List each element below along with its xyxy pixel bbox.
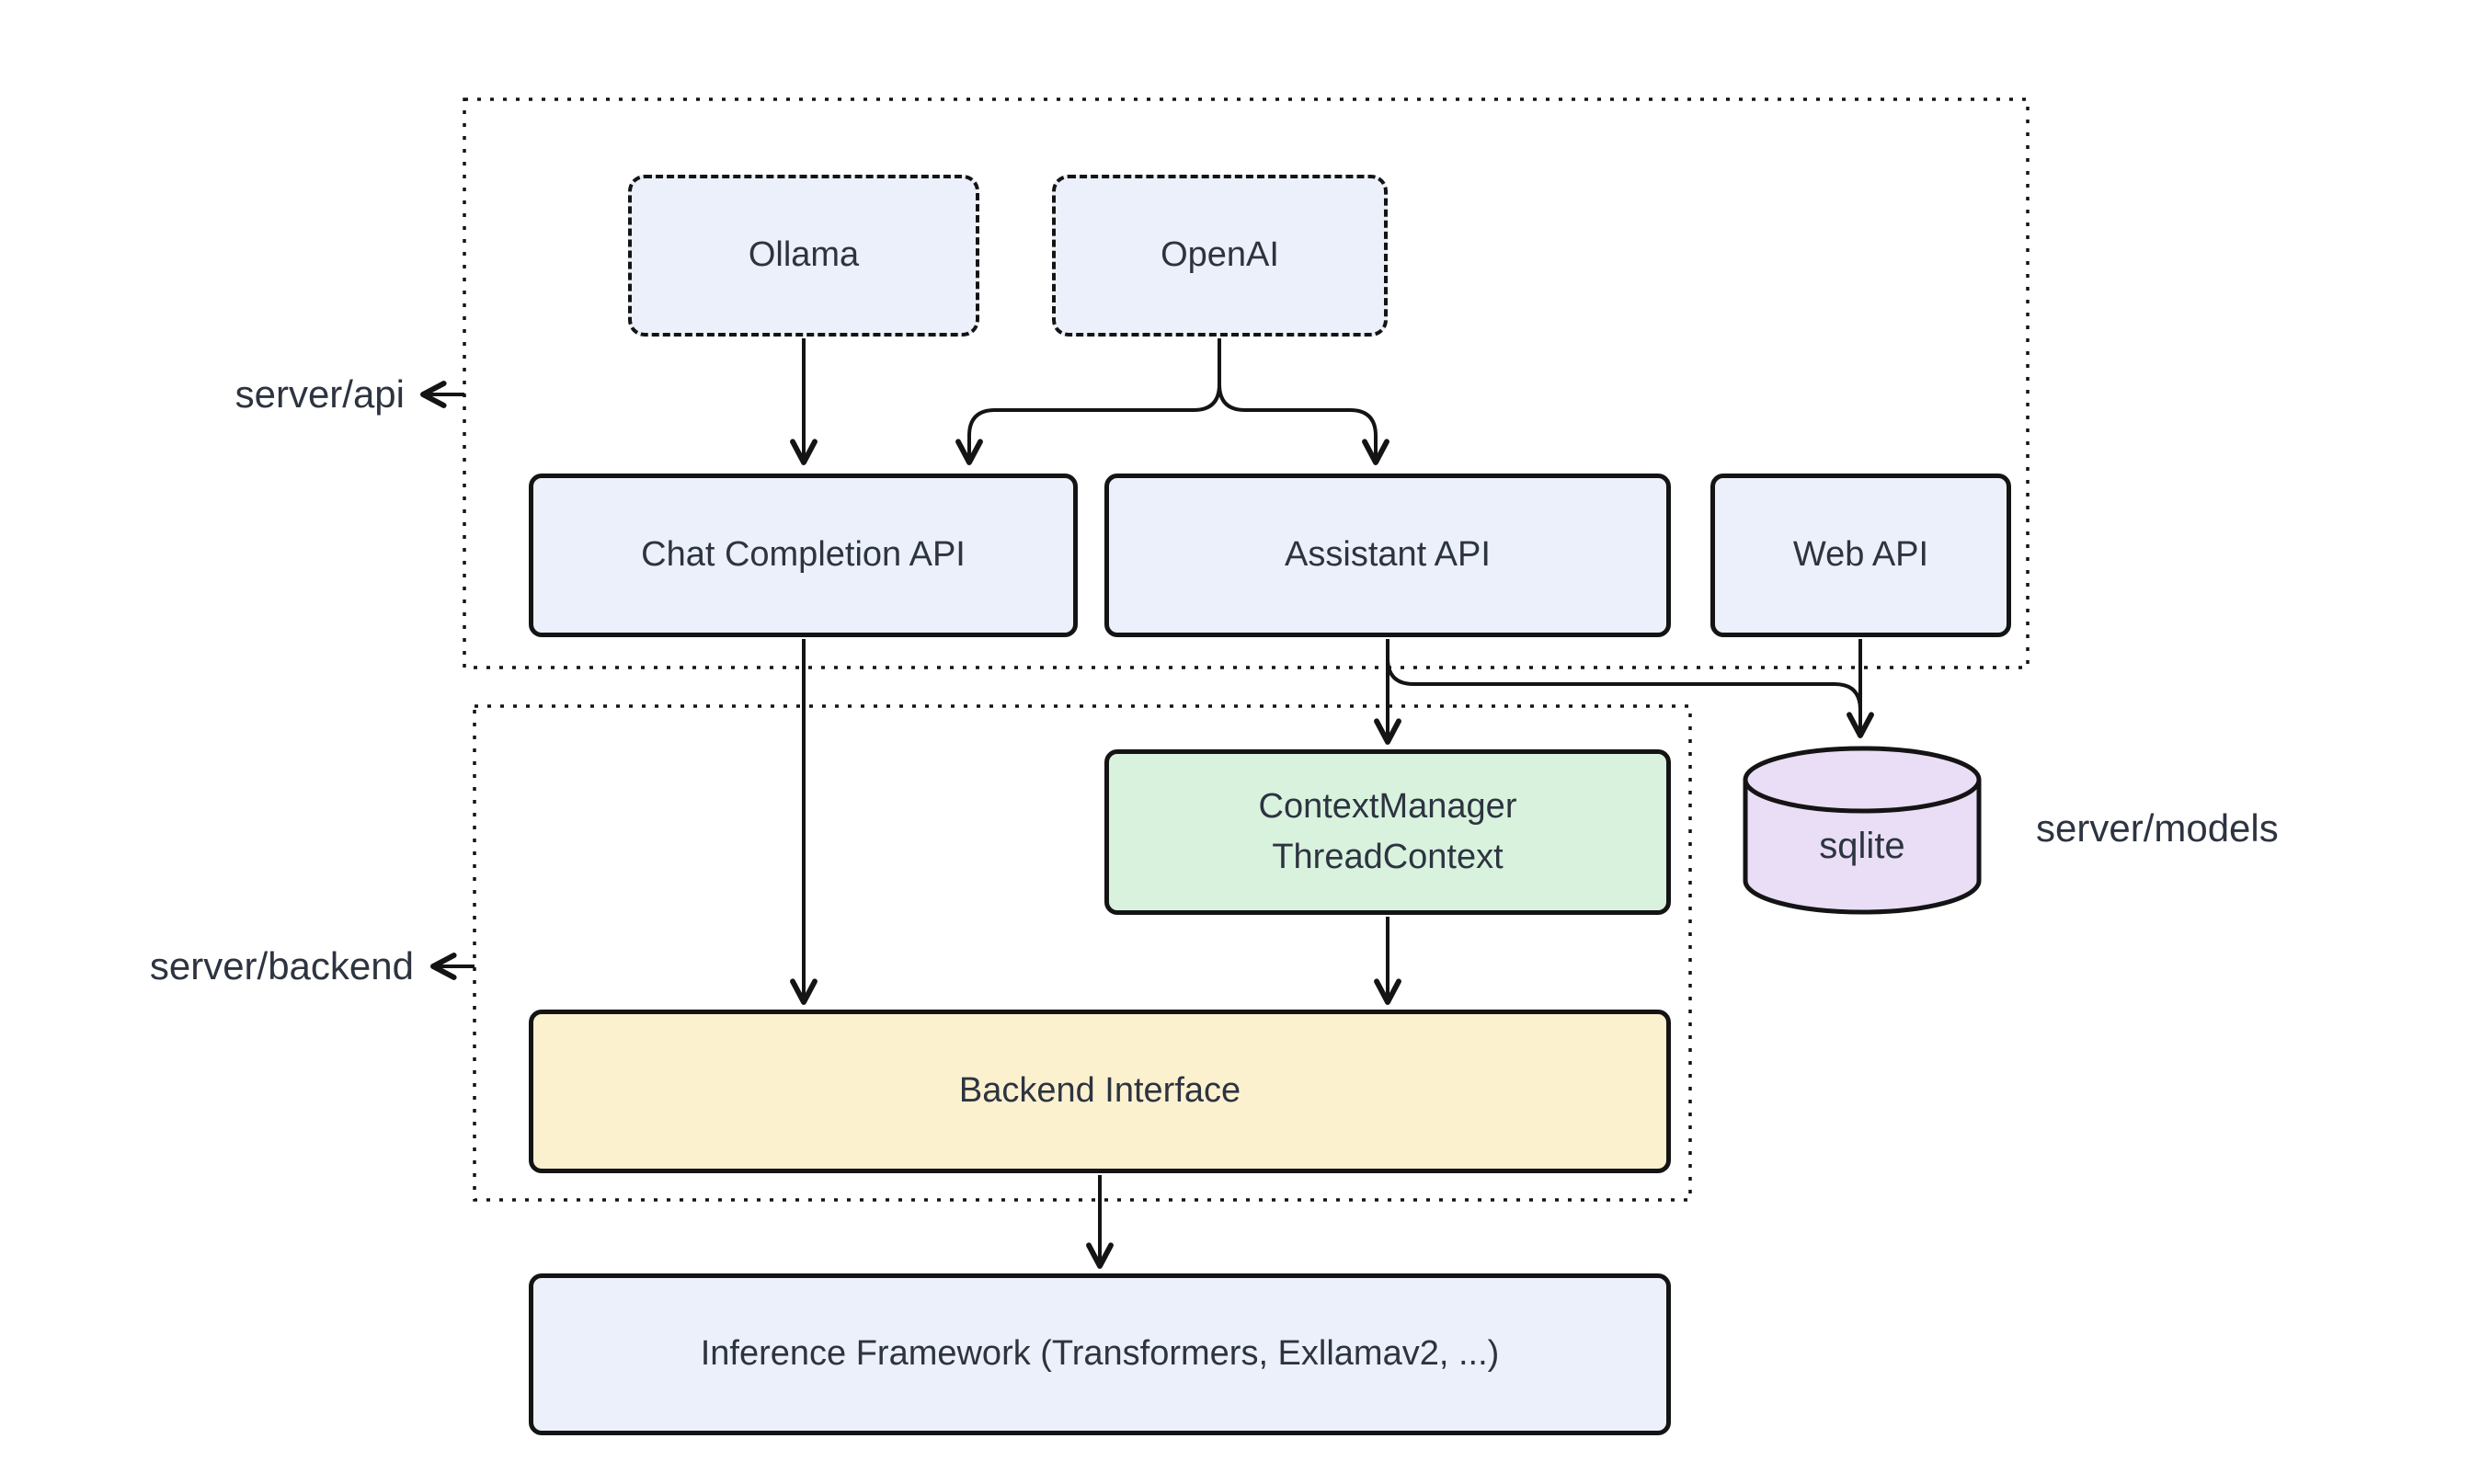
node-inference-framework-label: Inference Framework (Transformers, Exlla… xyxy=(700,1334,1500,1374)
sqlite-cylinder xyxy=(1743,746,1982,915)
node-chat-completion-api-label: Chat Completion API xyxy=(641,535,966,575)
sqlite-cylinder-body xyxy=(1743,780,1982,915)
node-web-api-label: Web API xyxy=(1792,535,1929,575)
edge-assistant-to-sqlite xyxy=(1386,644,1874,738)
node-context-manager-label: ContextManager ThreadContext xyxy=(1259,782,1517,883)
node-context-manager-line1: ContextManager xyxy=(1258,786,1517,826)
section-label-server-backend: server/backend xyxy=(149,944,414,987)
node-openai-label: OpenAI xyxy=(1161,235,1279,275)
node-backend-interface: Backend Interface xyxy=(529,1010,1671,1173)
node-context-manager-line2: ThreadContext xyxy=(1272,838,1504,876)
node-chat-completion-api: Chat Completion API xyxy=(529,474,1078,637)
node-assistant-api-label: Assistant API xyxy=(1285,535,1491,575)
edge-openai-to-assistant xyxy=(1218,338,1389,465)
node-openai: OpenAI xyxy=(1052,175,1388,337)
node-ollama-label: Ollama xyxy=(748,235,860,275)
node-context-manager: ContextManager ThreadContext xyxy=(1104,749,1671,915)
node-ollama: Ollama xyxy=(628,175,979,337)
sqlite-cylinder-top xyxy=(1743,746,1982,814)
section-label-server-models: server/models xyxy=(2036,806,2279,850)
node-sqlite-label: sqlite xyxy=(1819,826,1905,866)
server-backend-container xyxy=(473,704,1692,1202)
edge-openai-to-chat xyxy=(955,338,1221,465)
node-inference-framework: Inference Framework (Transformers, Exlla… xyxy=(529,1273,1671,1435)
node-assistant-api: Assistant API xyxy=(1104,474,1671,637)
node-backend-interface-label: Backend Interface xyxy=(958,1071,1241,1111)
node-web-api: Web API xyxy=(1710,474,2011,637)
server-api-container xyxy=(463,97,2030,669)
section-label-server-api: server/api xyxy=(234,372,405,416)
